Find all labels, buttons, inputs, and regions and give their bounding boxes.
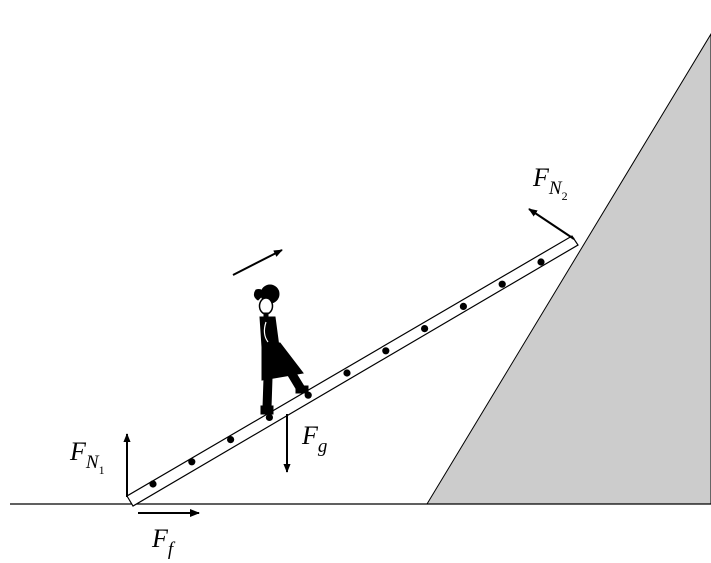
label-gravity: Fg bbox=[301, 421, 327, 457]
ladder bbox=[126, 235, 579, 507]
ladder-rung-dot bbox=[149, 480, 157, 488]
ladder-rung-dot bbox=[421, 325, 429, 333]
ladder-rung-dot bbox=[227, 436, 235, 444]
ladder-rung-dot bbox=[265, 413, 273, 421]
ladder-rung-dot bbox=[343, 369, 351, 377]
girl-head bbox=[258, 297, 274, 315]
ladder-rung-dot bbox=[537, 258, 545, 266]
ladder-rung-dot bbox=[459, 302, 467, 310]
girl-leg-back bbox=[262, 377, 273, 409]
label-normal-ground: FN1 bbox=[69, 437, 105, 477]
wall-slope bbox=[426, 33, 711, 505]
normal-wall-arrow bbox=[528, 208, 575, 240]
motion-arrow bbox=[232, 249, 283, 276]
label-normal-wall: FN2 bbox=[532, 163, 568, 203]
ladder-rung-dot bbox=[498, 280, 506, 288]
ladder-rung-dot bbox=[188, 458, 196, 466]
label-friction: Ff bbox=[151, 524, 176, 560]
girl-figure bbox=[253, 284, 309, 415]
ladder-rung-dot bbox=[382, 347, 390, 355]
